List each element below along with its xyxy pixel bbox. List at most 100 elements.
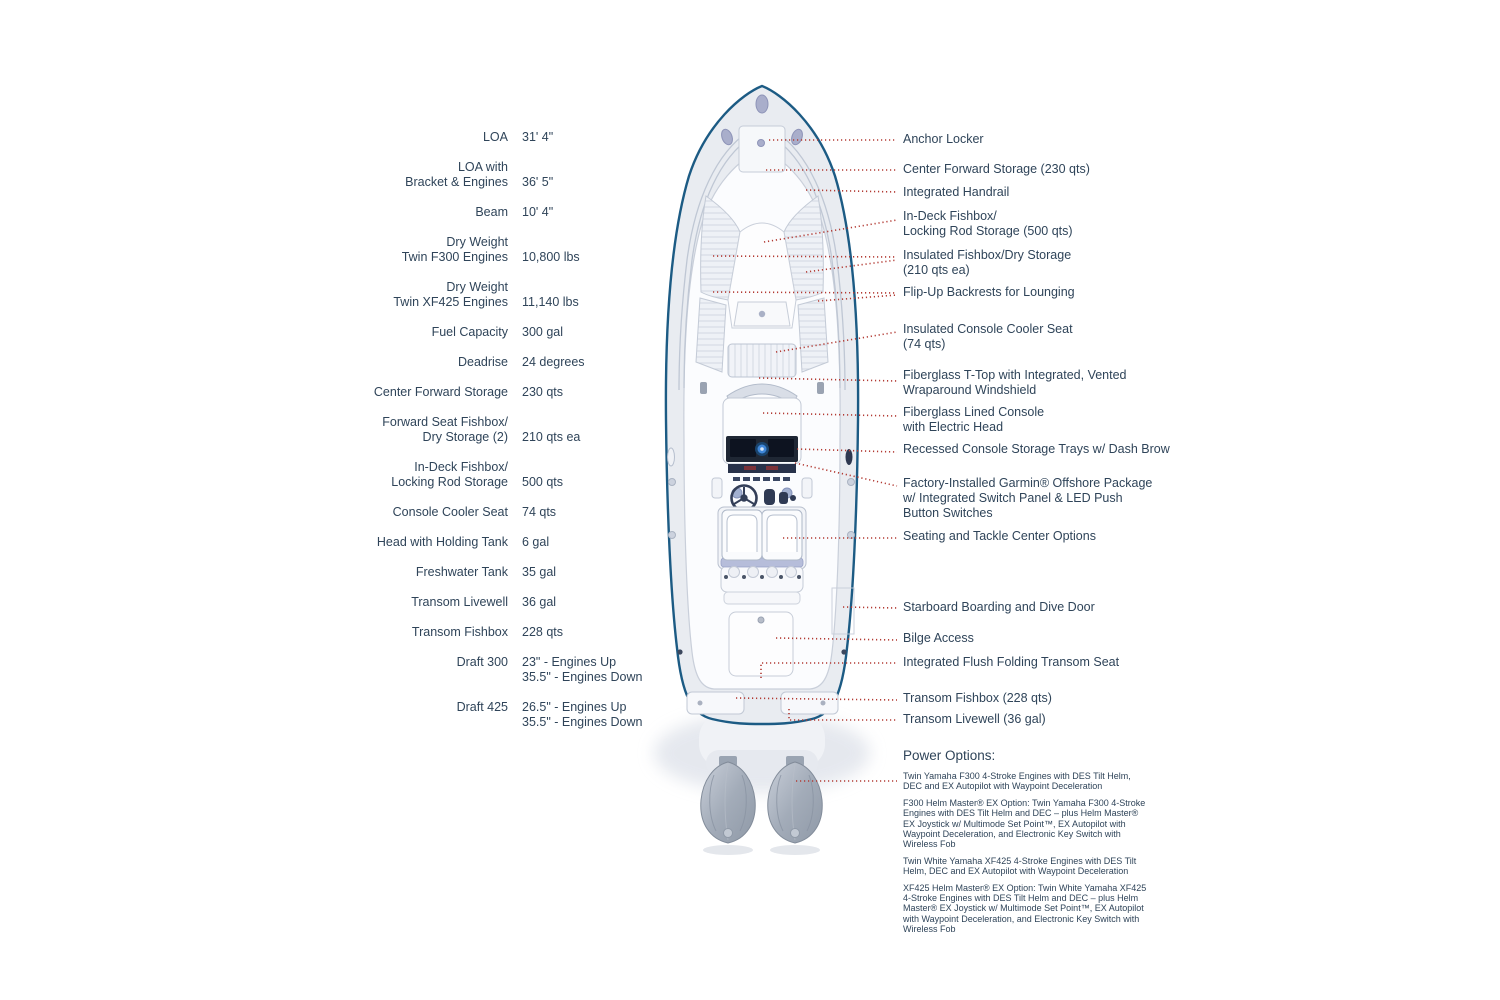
spec-label: Fuel Capacity xyxy=(431,325,508,339)
callout-label: Recessed Console Storage Trays w/ Dash B… xyxy=(903,442,1170,456)
spec-row: Fuel Capacity 300 gal xyxy=(280,325,662,340)
spec-value: 31' 4" xyxy=(522,130,554,144)
callout-label: Seating and Tackle Center Options xyxy=(903,529,1096,543)
garmin-electronics-panel xyxy=(726,436,798,462)
bow-cleat-starboard xyxy=(791,128,803,146)
spec-row: Center Forward Storage 230 qts xyxy=(280,385,662,400)
spec-value: 36' 5" xyxy=(522,175,554,189)
spec-row: Freshwater Tank 35 gal xyxy=(280,565,662,580)
leader-line xyxy=(805,189,898,193)
spec-label: Dry Weight Twin XF425 Engines xyxy=(393,280,508,309)
helm-seat-port xyxy=(721,509,763,561)
throttle-controls xyxy=(764,489,796,505)
spec-value: 26.5" - Engines Up 35.5" - Engines Down xyxy=(522,700,643,729)
leader-line xyxy=(712,255,898,258)
engine-bracket xyxy=(699,714,825,776)
spec-value: 10,800 lbs xyxy=(522,250,580,264)
callout-label: Fiberglass Lined Console with Electric H… xyxy=(903,405,1045,434)
leader-line xyxy=(735,697,898,701)
engine-mount-starboard xyxy=(786,756,804,766)
spec-label: LOA with Bracket & Engines xyxy=(405,160,508,189)
callout-label: Fiberglass T-Top with Integrated, Vented… xyxy=(903,368,1127,397)
callout-label: Center Forward Storage (230 qts) xyxy=(903,162,1090,176)
spec-value: 23" - Engines Up 35.5" - Engines Down xyxy=(522,655,643,684)
spec-row: Draft 300 23" - Engines Up 35.5" - Engine… xyxy=(280,655,662,685)
spec-label: Forward Seat Fishbox/ Dry Storage (2) xyxy=(382,415,508,444)
leader-line xyxy=(817,294,898,302)
ttop-bracket-starboard xyxy=(817,382,824,394)
power-option-item: F300 Helm Master® EX Option: Twin Yamaha… xyxy=(903,797,1146,850)
leader-line xyxy=(796,448,898,453)
spec-value: 74 qts xyxy=(522,505,557,519)
cup-holder-starboard xyxy=(781,487,793,499)
callout-label: Bilge Access xyxy=(903,631,974,645)
spec-value: 35 gal xyxy=(522,565,557,579)
ttop-bracket-port xyxy=(700,382,707,394)
transom-livewell-hatch xyxy=(780,691,839,715)
power-options: Power Options: Twin Yamaha F300 4-Stroke… xyxy=(903,748,1151,941)
callout-label: Insulated Console Cooler Seat (74 qts) xyxy=(903,322,1073,351)
leader-line xyxy=(712,291,898,294)
transom-fishbox-hatch xyxy=(686,691,745,715)
console-shadow xyxy=(692,380,732,580)
leader-line xyxy=(788,709,897,721)
spec-value: 6 gal xyxy=(522,535,550,549)
power-options-heading: Power Options: xyxy=(903,748,996,763)
spec-label: Freshwater Tank xyxy=(415,565,508,579)
boarding-dive-door xyxy=(831,587,855,635)
leader-line xyxy=(763,219,898,243)
callout-label: Starboard Boarding and Dive Door xyxy=(903,600,1095,614)
leader-line xyxy=(794,462,898,487)
spec-value: 24 degrees xyxy=(522,355,585,369)
spec-row: Console Cooler Seat 74 qts xyxy=(280,505,662,520)
seating-tackle-center xyxy=(717,506,807,593)
callout-label: Integrated Handrail xyxy=(903,185,1010,199)
spec-row: Transom Fishbox 228 qts xyxy=(280,625,662,640)
spec-label: Transom Fishbox xyxy=(411,625,508,639)
helm-wheel xyxy=(730,484,758,512)
bow-seating-cushions xyxy=(695,195,829,373)
spec-label: In-Deck Fishbox/ Locking Rod Storage xyxy=(391,460,508,489)
spec-value: 300 gal xyxy=(522,325,564,339)
spec-label: Dry Weight Twin F300 Engines xyxy=(401,235,508,264)
bow-cleat-port xyxy=(721,128,733,146)
spec-label: Deadrise xyxy=(457,355,508,369)
hull-outline xyxy=(664,84,860,726)
spec-value: 228 qts xyxy=(522,625,564,639)
center-forward-storage-hatch xyxy=(738,125,786,173)
spec-value: 500 qts xyxy=(522,475,564,489)
leader-line xyxy=(805,259,898,273)
spec-label: Beam xyxy=(475,205,508,219)
spec-row: Transom Livewell 36 gal xyxy=(280,595,662,610)
leader-line xyxy=(842,606,898,609)
spec-row: Forward Seat Fishbox/ Dry Storage (2) 210… xyxy=(280,415,662,445)
spec-value: 210 qts ea xyxy=(522,430,581,444)
spec-label: Center Forward Storage xyxy=(373,385,508,399)
spec-value: 10' 4" xyxy=(522,205,554,219)
spec-label: Transom Livewell xyxy=(411,595,508,609)
pedestal-feet xyxy=(724,575,801,579)
spec-label: Draft 300 xyxy=(456,655,508,669)
callout-label: Transom Fishbox (228 qts) xyxy=(903,691,1052,705)
deck-liner xyxy=(683,149,841,690)
dive-door-latch xyxy=(845,449,853,465)
callout-label: Factory-Installed Garmin® Offshore Packa… xyxy=(903,476,1153,520)
spec-value: 36 gal xyxy=(522,595,557,609)
spec-row: Dry Weight Twin F300 Engines 10,800 lbs xyxy=(280,235,662,265)
anchor-locker-hatch xyxy=(755,94,769,114)
console-cooler-seat xyxy=(727,343,797,378)
integrated-handrail xyxy=(678,130,846,391)
leader-line xyxy=(762,412,898,417)
spec-value: 11,140 lbs xyxy=(522,295,579,309)
bilge-access-hatch xyxy=(728,611,794,677)
power-options-list: Twin Yamaha F300 4-Stroke Engines with D… xyxy=(903,771,1151,935)
spec-row: Deadrise 24 degrees xyxy=(280,355,662,370)
callout-label: Insulated Fishbox/Dry Storage (210 qts e… xyxy=(903,248,1072,277)
spec-value: 230 qts xyxy=(522,385,564,399)
spec-label: Console Cooler Seat xyxy=(392,505,508,519)
callout-label: Flip-Up Backrests for Lounging xyxy=(903,285,1075,299)
